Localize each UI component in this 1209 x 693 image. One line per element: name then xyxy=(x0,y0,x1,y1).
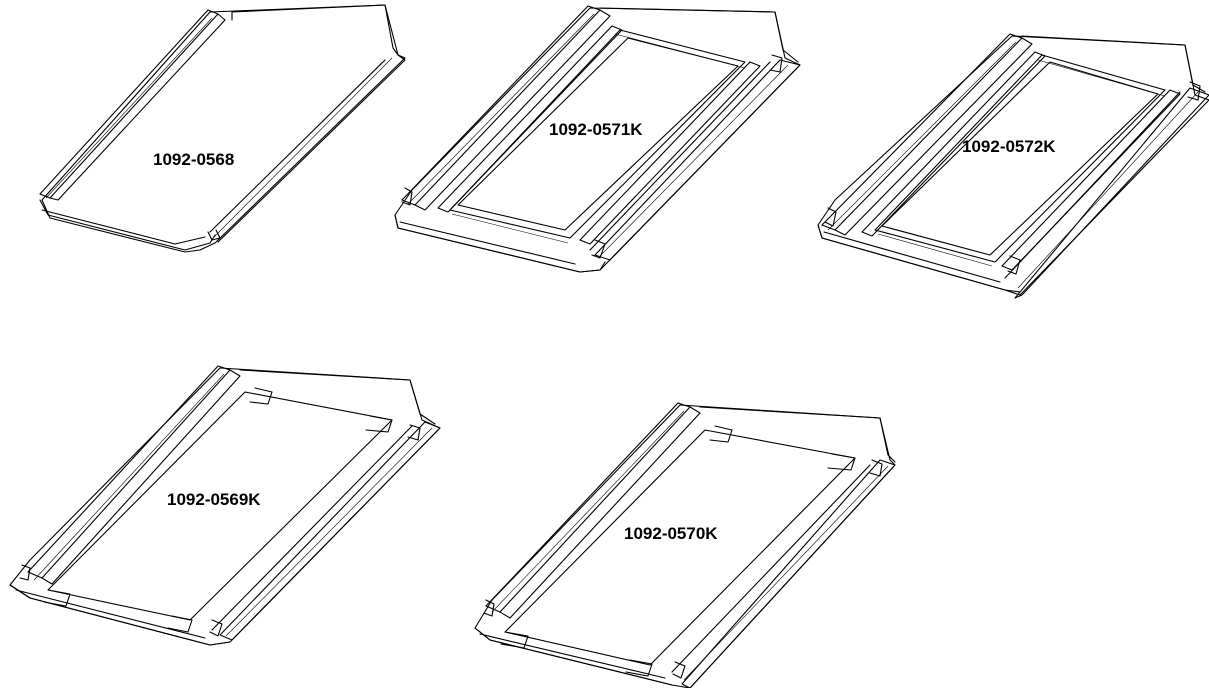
tray-1092-0568 xyxy=(39,4,406,253)
part-label-1092-0569K: 1092-0569K xyxy=(167,490,261,509)
part-label-1092-0571K: 1092-0571K xyxy=(549,120,643,139)
part-label-1092-0570K: 1092-0570K xyxy=(624,524,718,543)
tray-1092-0571K xyxy=(394,5,801,273)
tray-1092-0570K xyxy=(474,402,896,689)
tray-1092-0569K xyxy=(9,365,441,646)
part-label-1092-0572K: 1092-0572K xyxy=(962,137,1056,156)
part-label-1092-0568: 1092-0568 xyxy=(153,150,235,169)
tray-1092-0572K xyxy=(817,33,1209,299)
